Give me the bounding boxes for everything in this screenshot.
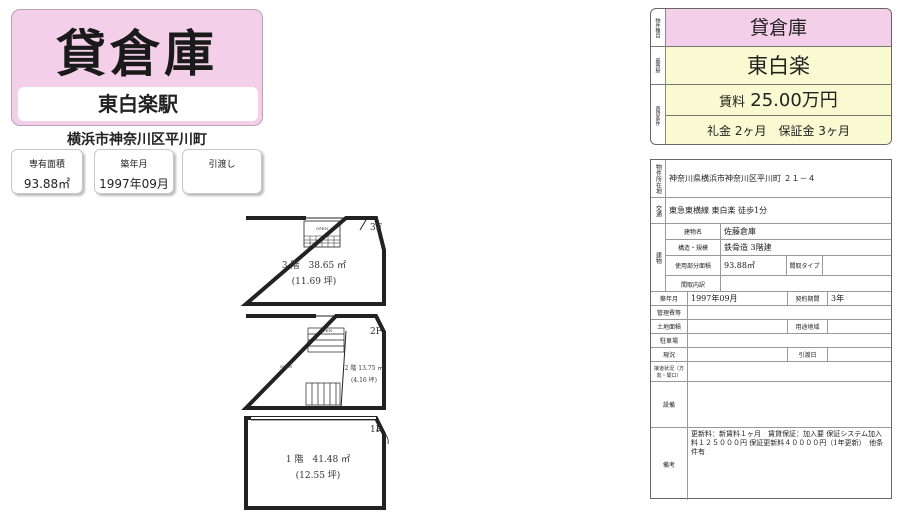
property-type-title: 貸倉庫 (56, 25, 218, 83)
address: 横浜市神奈川区平川町 (67, 132, 207, 148)
equipment-label: 設備 (651, 382, 688, 427)
floor-3-walls (240, 216, 386, 306)
parking-label: 駐車場 (651, 334, 688, 347)
floor-1-area: 1 階 41.48 ㎡ (286, 454, 350, 465)
layout-type-label: 間取タイプ (787, 256, 823, 275)
floor-2-walls (241, 314, 386, 410)
floor-2-label: 2F (370, 327, 382, 337)
built-label-detail: 築年月 (651, 292, 688, 305)
floor-3-area: 3 階 38.65 ㎡ (282, 260, 346, 271)
side-type: 物件種目 (651, 9, 666, 47)
side-station: 最寄駅 (651, 47, 666, 85)
handover-box: 引渡し (182, 149, 262, 194)
layout-detail-label: 間取内訳 (666, 276, 721, 292)
floor-2-area: 2 階 13.75 ㎡ (345, 364, 384, 372)
location-label: 物件所在地 (651, 160, 666, 197)
station-name: 東白楽駅 (18, 87, 258, 121)
rent-row: 賃料 25.00万円 (666, 85, 891, 116)
summary-type: 貸倉庫 (666, 9, 891, 47)
contract-label: 契約期間 (788, 292, 828, 305)
area-box: 専有面積 93.88㎡ (11, 149, 83, 194)
floor-2-tsubo: (4.16 坪) (351, 376, 377, 384)
floor-1-label: 1F (370, 425, 382, 435)
remarks-label: 備考 (651, 428, 688, 500)
title-card: 貸倉庫 東白楽駅 (11, 9, 263, 126)
floor-3-tsubo: (11.69 坪) (292, 276, 337, 287)
area-label: 専有面積 (28, 160, 65, 170)
remarks-value: 更新料：新賃料１ヶ月 賃貸保証：加入要 保証システム加入料１２５０００円 保証更… (691, 430, 884, 456)
built-value-detail: 1997年09月 (688, 292, 788, 305)
built-box: 築年月 1997年09月 (94, 149, 174, 194)
summary-station: 東白楽 (666, 47, 891, 85)
floor-3-label: 3F (370, 223, 382, 233)
status-label: 現況 (651, 348, 688, 361)
handover-label: 引渡し (208, 160, 236, 170)
floor-plan: 3F OPEN 3 階 38.65 ㎡ (11.69 坪) 2F OPEN OP… (240, 216, 389, 510)
zoning-label: 用途地域 (788, 320, 828, 333)
rent-value: 25.00万円 (750, 90, 838, 111)
area-value: 93.88㎡ (23, 177, 71, 191)
mgmt-label: 管理費等 (651, 306, 688, 319)
building-label: 建物 (651, 224, 666, 291)
built-label: 築年月 (120, 160, 148, 170)
summary-table: 物件種目 貸倉庫 最寄駅 東白楽 賃貸条件 賃料 25.00万円 礼金 2ヶ月 … (650, 8, 892, 145)
floor-2-open: OPEN (320, 328, 333, 333)
handover-date-label: 引渡日 (788, 348, 828, 361)
floor-3-open: OPEN (316, 226, 329, 231)
surroundings-label: 接道状況（方向・間口） (651, 362, 688, 381)
rent-label: 賃料 (719, 95, 746, 110)
floor-2-open-2: OPEN (280, 364, 293, 369)
contract-value: 3年 (831, 294, 845, 303)
side-terms: 賃貸条件 (651, 85, 666, 144)
traffic-value: 東急東横線 東白楽 徒歩1分 (669, 206, 768, 215)
traffic-label: 交通 (651, 198, 666, 223)
bldg-name-label: 建物名 (666, 224, 721, 239)
structure-label: 構造・規模 (666, 240, 721, 255)
floor-1-tsubo: (12.55 坪) (296, 470, 341, 481)
bldg-name: 佐藤倉庫 (724, 227, 756, 236)
detail-table: 物件所在地 神奈川県横浜市神奈川区平川町 ２１－４ 交通 東急東横線 東白楽 徒… (650, 159, 892, 500)
area-value-detail: 93.88㎡ (721, 256, 787, 275)
floor-2-stair-lower (305, 382, 341, 406)
structure: 鉄骨造 3階建 (724, 243, 772, 252)
built-value: 1997年09月 (99, 177, 169, 191)
deposit: 礼金 2ヶ月 保証金 3ヶ月 (666, 116, 891, 144)
area-label-detail: 使用部分面積 (666, 256, 721, 275)
location-value: 神奈川県横浜市神奈川区平川町 ２１－４ (669, 174, 816, 183)
land-label: 土地面積 (651, 320, 688, 333)
